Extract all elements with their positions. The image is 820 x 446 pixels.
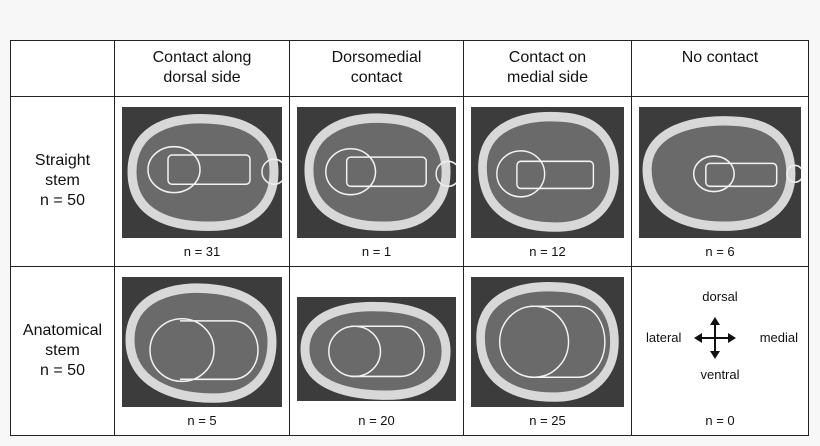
ct-scan-image bbox=[639, 107, 801, 238]
ct-scan-image bbox=[297, 296, 456, 401]
cell-straight-no-contact: n = 6 bbox=[631, 96, 809, 267]
orientation-legend: dorsal lateral medial ventral bbox=[632, 267, 808, 408]
column-header-label: Dorsomedial contact bbox=[331, 49, 422, 86]
header-row: Contact along dorsal side Dorsomedial co… bbox=[10, 40, 809, 97]
column-header-label: Contact along dorsal side bbox=[152, 49, 252, 86]
column-header-medial-contact: Contact on medial side bbox=[463, 40, 632, 97]
case-count: n = 5 bbox=[187, 413, 217, 428]
four-way-arrow-icon bbox=[694, 316, 736, 359]
cell-anatomical-no-contact-legend: dorsal lateral medial ventral n = 0 bbox=[631, 265, 809, 436]
case-count: n = 12 bbox=[529, 243, 566, 259]
row-label: Anatomical stem n = 50 bbox=[22, 321, 103, 379]
legend-ventral: ventral bbox=[700, 366, 740, 382]
cell-anatomical-dorsomedial: n = 20 bbox=[289, 265, 464, 436]
cell-anatomical-medial: n = 25 bbox=[463, 265, 632, 436]
straight-stem-row: Straight stem n = 50 n = 31 bbox=[10, 96, 809, 267]
column-header-label: Contact on medial side bbox=[507, 49, 588, 86]
case-count: n = 0 bbox=[705, 413, 735, 428]
legend-lateral: lateral bbox=[646, 329, 682, 345]
case-count: n = 25 bbox=[529, 413, 566, 428]
legend-dorsal: dorsal bbox=[702, 288, 738, 304]
ct-scan-image bbox=[122, 276, 282, 407]
column-header-dorsal-contact: Contact along dorsal side bbox=[114, 40, 290, 97]
row-header-anatomical-stem: Anatomical stem n = 50 bbox=[10, 265, 115, 436]
cell-anatomical-dorsal: n = 5 bbox=[114, 265, 290, 436]
cell-straight-dorsal: n = 31 bbox=[114, 96, 290, 267]
legend-medial: medial bbox=[759, 329, 798, 345]
case-count: n = 1 bbox=[361, 243, 392, 259]
corner-cell bbox=[10, 40, 115, 97]
column-header-label: No contact bbox=[681, 49, 759, 66]
cell-straight-dorsomedial: n = 1 bbox=[289, 96, 464, 267]
case-count: n = 6 bbox=[705, 243, 735, 259]
ct-scan-image bbox=[297, 107, 456, 238]
column-header-dorsomedial-contact: Dorsomedial contact bbox=[289, 40, 464, 97]
ct-scan-image bbox=[471, 107, 624, 238]
case-count: n = 31 bbox=[183, 243, 221, 259]
contact-classification-table: Contact along dorsal side Dorsomedial co… bbox=[10, 40, 809, 436]
ct-scan-image bbox=[471, 276, 624, 407]
cell-straight-medial: n = 12 bbox=[463, 96, 632, 267]
row-header-straight-stem: Straight stem n = 50 bbox=[10, 96, 115, 267]
column-header-no-contact: No contact bbox=[631, 40, 809, 97]
row-label: Straight stem n = 50 bbox=[34, 152, 91, 210]
case-count: n = 20 bbox=[358, 413, 395, 428]
anatomical-stem-row: Anatomical stem n = 50 n = 5 bbox=[10, 265, 809, 436]
ct-scan-image bbox=[122, 107, 282, 238]
